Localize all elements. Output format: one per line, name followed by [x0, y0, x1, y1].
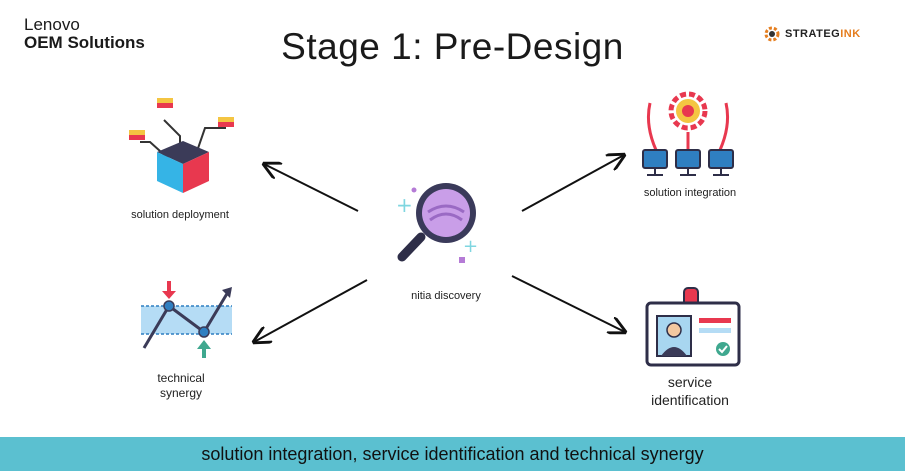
- gear-network-icon: [642, 91, 734, 176]
- brand: Lenovo OEM Solutions: [24, 16, 145, 52]
- node-label-identification: identification: [651, 392, 729, 408]
- center-label: nitia discovery: [411, 290, 481, 302]
- node-label-solution-integration: solution integration: [643, 187, 737, 199]
- connector-arrows: [254, 155, 625, 342]
- caption-banner: solution integration, service identifica…: [0, 437, 905, 471]
- diagram-canvas: + +: [129, 91, 741, 367]
- strategink-logo: STRATEGINK: [762, 24, 861, 44]
- svg-text:+: +: [463, 236, 478, 257]
- cube-network-icon: [129, 98, 234, 193]
- magnifier-icon: + +: [396, 183, 478, 263]
- node-label-synergy: synergy: [159, 386, 203, 400]
- arrow-to-technical-synergy: [254, 279, 368, 342]
- chart-arrows-icon: [141, 281, 232, 358]
- node-label-solution-deployment: solution deployment: [131, 209, 229, 221]
- gear-logo-icon: [764, 26, 780, 42]
- node-label-service-identification: service identification: [620, 373, 760, 409]
- logo-text-prefix: STRATEG: [785, 28, 841, 40]
- node-label-service: service: [667, 374, 713, 390]
- arrow-to-solution-deployment: [264, 164, 359, 212]
- node-label-technical: technical: [157, 371, 205, 385]
- node-label-technical-synergy: technical synergy: [121, 371, 241, 401]
- brand-line1: Lenovo: [24, 15, 80, 34]
- arrow-to-service-identification: [511, 275, 625, 332]
- svg-text:+: +: [396, 193, 413, 217]
- arrow-to-solution-integration: [521, 155, 624, 212]
- logo-text-accent: INK: [840, 28, 861, 40]
- brand-line2: OEM Solutions: [24, 33, 145, 52]
- id-card-icon: [645, 287, 741, 367]
- page-title: Stage 1: Pre-Design: [281, 26, 624, 67]
